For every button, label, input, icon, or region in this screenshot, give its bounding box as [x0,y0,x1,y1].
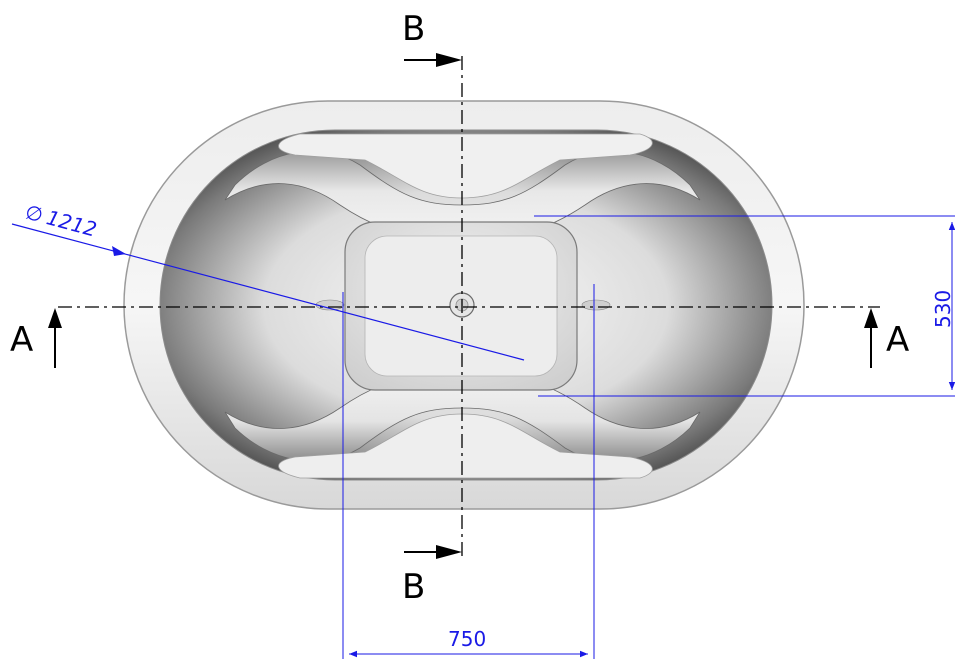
section-b-top-label: B [402,9,425,49]
diameter-leader [11,223,525,361]
section-a-left-arrow [48,308,62,328]
section-a-left-label: A [10,320,33,360]
section-a-right-arrow [864,308,878,328]
dimension-height: 530 [534,215,955,397]
diameter-symbol: ∅ [23,200,46,228]
section-b-top: B [402,9,462,67]
section-b-bottom-label: B [402,567,425,607]
dimension-diameter: ∅ 1212 [11,200,525,361]
dimension-width: 750 [342,284,595,659]
section-a-right-label: A [886,320,909,360]
height-value: 530 [931,290,955,328]
width-value: 750 [448,627,486,651]
section-b-bottom: B [402,545,462,607]
diameter-arrow [112,246,126,256]
diameter-value: 1212 [44,205,99,241]
section-b-bottom-arrow [436,545,462,559]
section-b-top-arrow [436,53,462,67]
bathtub-body [123,100,805,510]
section-a-left: A [10,308,62,368]
centerlines [58,56,880,558]
section-a-right: A [864,308,909,368]
tub-top-seat [224,150,701,241]
jet-right [581,299,611,311]
